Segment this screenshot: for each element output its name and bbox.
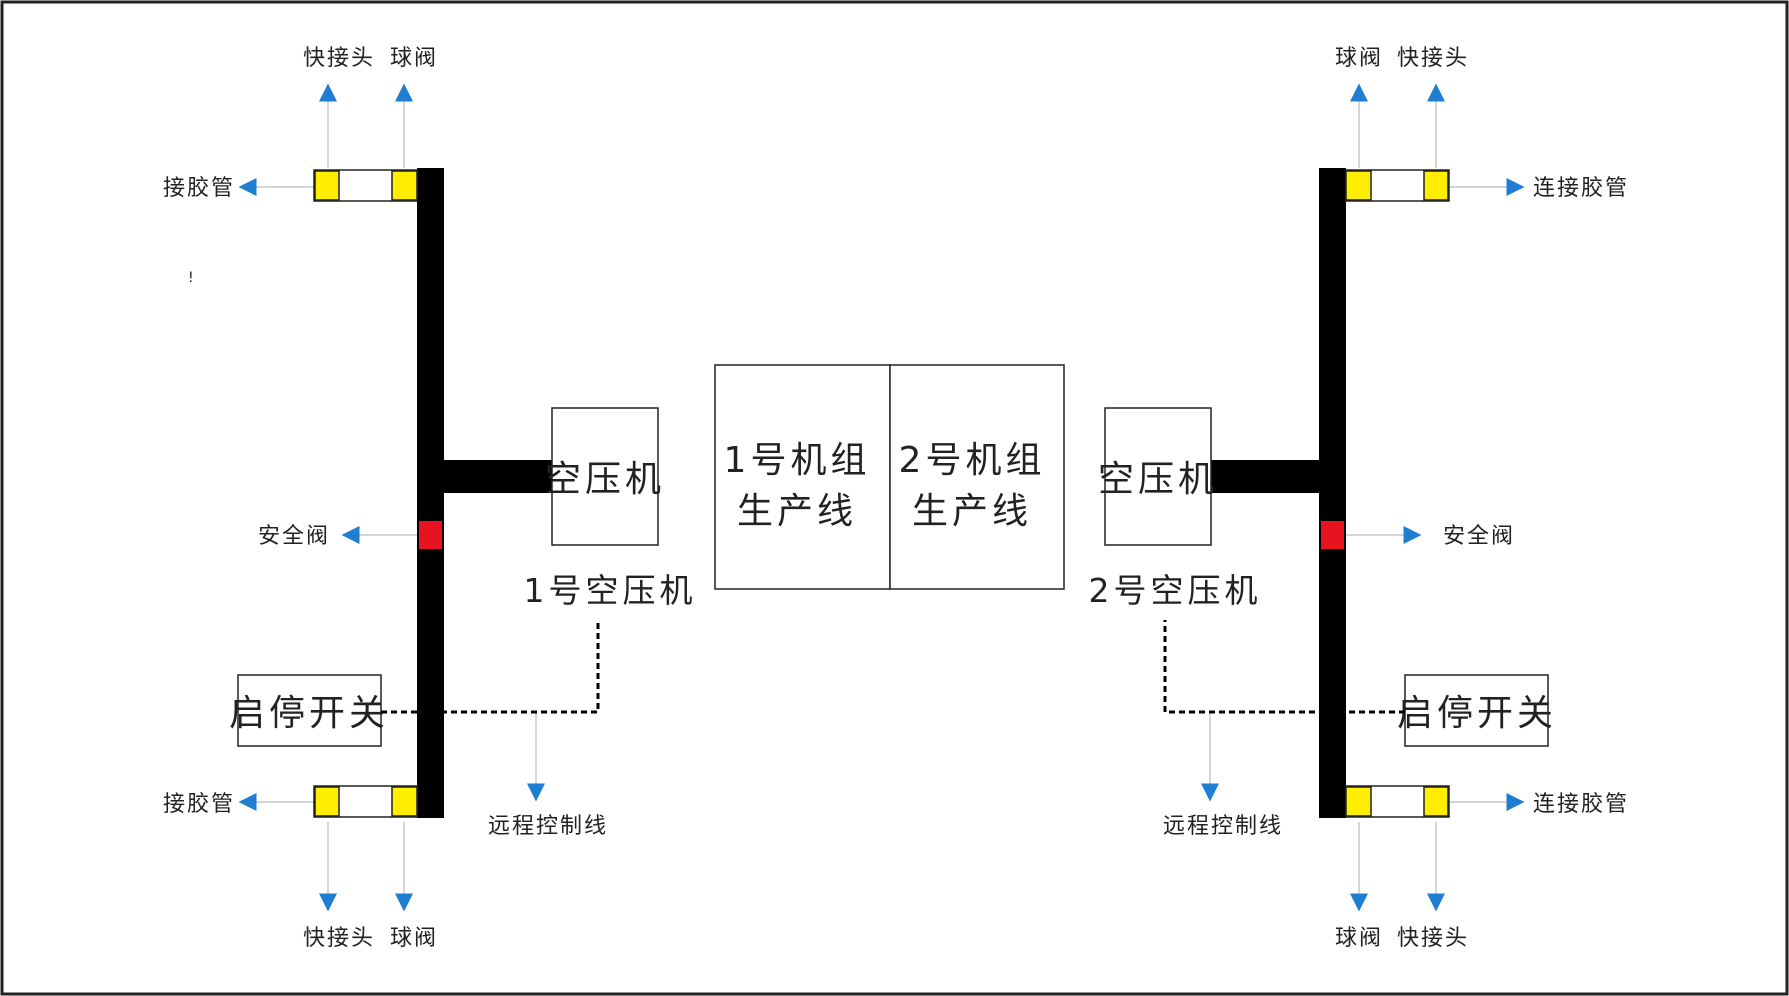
left-branch-pipe <box>444 460 552 493</box>
right-switch-label: 启停开关 <box>1397 693 1557 734</box>
left-top-qc-block <box>314 170 340 201</box>
right-compressor-label: 空压机 <box>1098 459 1218 500</box>
right-top-hose-label: 连接胶管 <box>1533 176 1629 201</box>
left-top-bv-block <box>391 170 418 201</box>
production-line-2-sub: 生产线 <box>912 491 1032 532</box>
left-bottom-hose-label: 接胶管 <box>163 792 235 817</box>
right-safety-label: 安全阀 <box>1443 524 1515 549</box>
left-compressor-box <box>551 407 659 546</box>
left-main-pipe <box>417 168 444 818</box>
left-top-hose-label: 接胶管 <box>163 176 235 201</box>
left-stray-mark: ! <box>188 270 194 286</box>
left-bottom-qc-label: 快接头 <box>303 926 375 951</box>
left-safety-valve <box>419 521 442 549</box>
left-compressor-title: 1号空压机 <box>524 571 697 610</box>
left-bottom-qc-block <box>314 786 340 817</box>
left-remote-line <box>381 620 600 714</box>
right-remote-line <box>1163 620 1405 714</box>
right-bottom-qc-block <box>1423 786 1449 817</box>
production-line-1-name: 1号机组 <box>724 440 871 481</box>
right-compressor-title: 2号空压机 <box>1089 571 1262 610</box>
left-safety-label: 安全阀 <box>258 524 330 549</box>
left-compressor-label: 空压机 <box>545 459 665 500</box>
right-bottom-bv-block <box>1345 786 1372 817</box>
production-line-1-box <box>714 364 891 590</box>
left-top-qc-label: 快接头 <box>303 46 375 71</box>
right-remote-label: 远程控制线 <box>1163 814 1283 839</box>
right-bottom-bv-label: 球阀 <box>1335 926 1383 951</box>
left-switch-label: 启停开关 <box>229 693 389 734</box>
right-compressor-box <box>1104 407 1212 546</box>
left-bottom-bv-label: 球阀 <box>390 926 438 951</box>
right-top-qc-block <box>1423 170 1449 201</box>
right-main-pipe <box>1319 168 1346 818</box>
right-safety-valve <box>1321 521 1344 549</box>
left-top-bv-label: 球阀 <box>390 46 438 71</box>
left-bottom-bv-block <box>391 786 418 817</box>
left-remote-label: 远程控制线 <box>488 814 608 839</box>
production-line-2-name: 2号机组 <box>899 440 1046 481</box>
right-top-qc-label: 快接头 <box>1397 46 1469 71</box>
right-switch-box <box>1404 674 1549 747</box>
right-top-bv-label: 球阀 <box>1335 46 1383 71</box>
right-branch-pipe <box>1211 460 1319 493</box>
production-line-2-box <box>889 364 1065 590</box>
right-top-bv-block <box>1345 170 1372 201</box>
right-bottom-hose-label: 连接胶管 <box>1533 792 1629 817</box>
production-line-1-sub: 生产线 <box>737 491 857 532</box>
right-bottom-qc-label: 快接头 <box>1397 926 1469 951</box>
